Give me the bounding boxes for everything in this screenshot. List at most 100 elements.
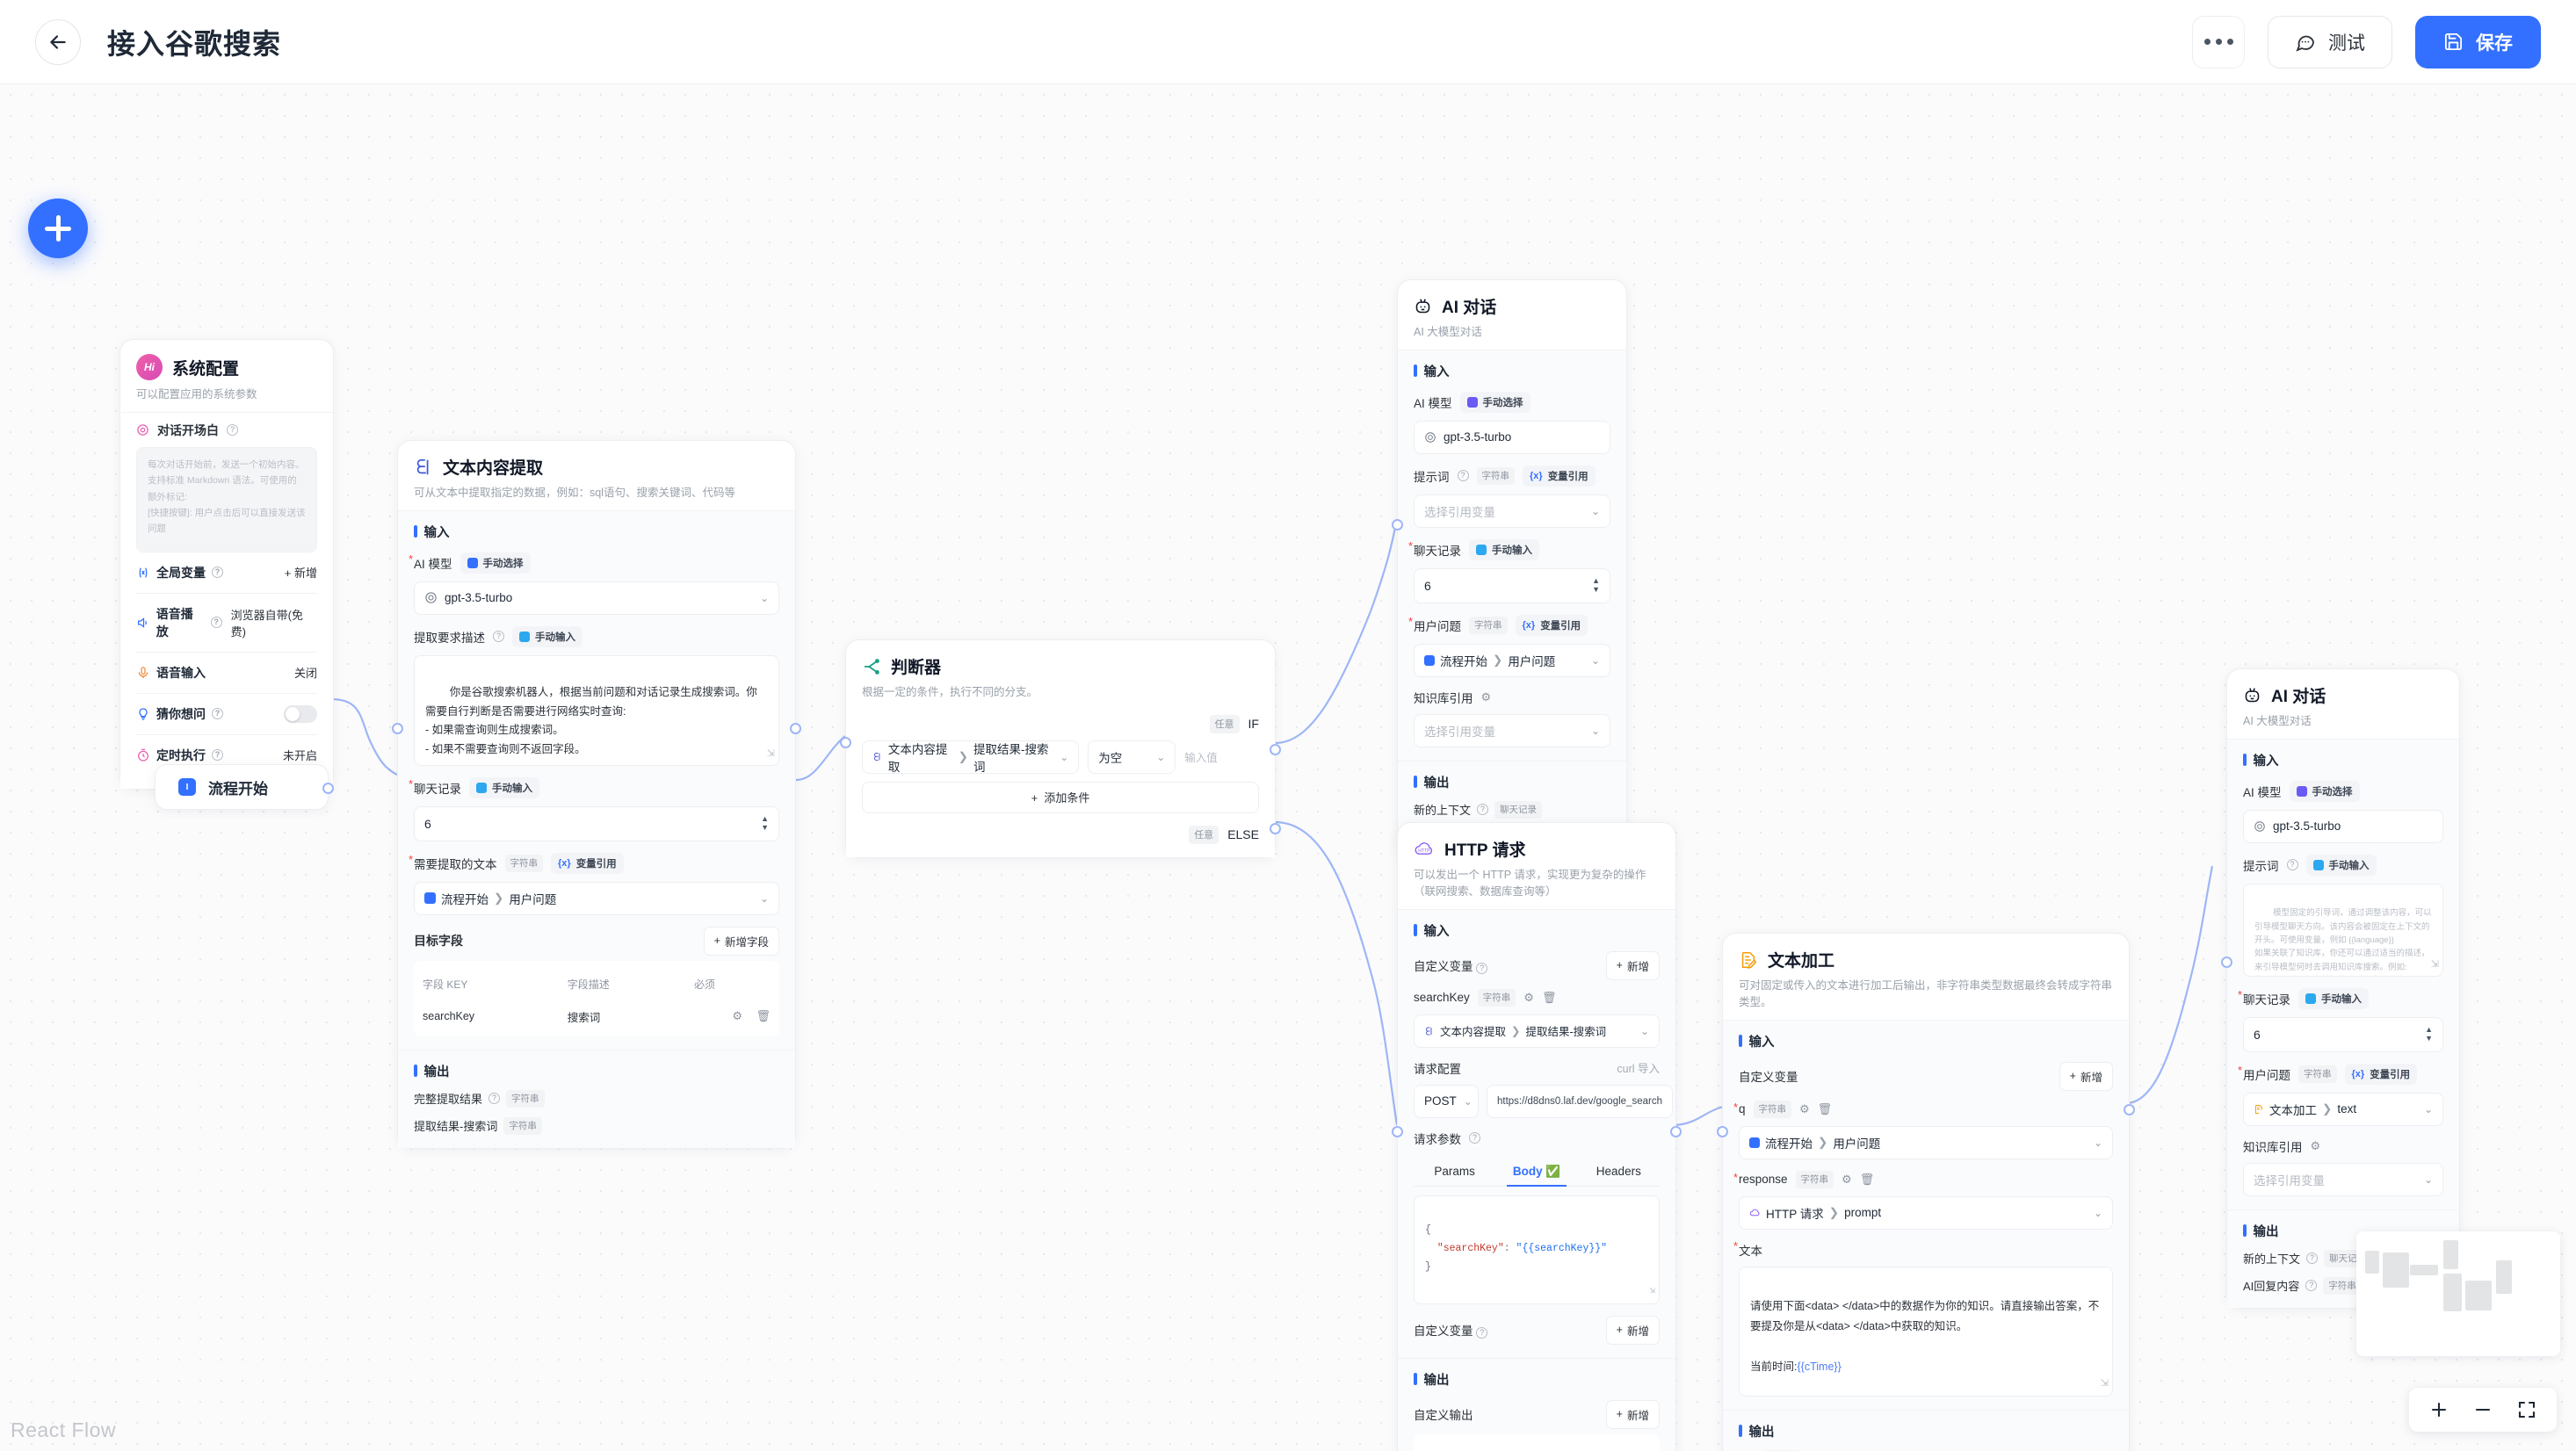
handle-source[interactable]	[322, 783, 334, 794]
flow-canvas[interactable]: React Flow Hi 系统配置 可以配置应用的系统参数 对话开场白 ? 每…	[0, 84, 2576, 1451]
trash-icon[interactable]: 🗑	[756, 1009, 771, 1023]
var-searchkey-select[interactable]: 文本内容提取 ❯ 提取结果-搜索词 ⌄	[1414, 1014, 1660, 1048]
desc-mode-chip[interactable]: 手动输入	[512, 625, 582, 647]
node-condition[interactable]: 判断器 根据一定的条件，执行不同的分支。 任意 IF 文本内容提取 ❯ 提取结果…	[840, 639, 1281, 858]
help-icon[interactable]: ?	[2306, 1252, 2319, 1265]
sysrow-value[interactable]: 浏览器自带(免费)	[230, 608, 304, 639]
var-response-select[interactable]: HTTP 请求 ❯ prompt ⌄	[1739, 1195, 2113, 1230]
gear-icon[interactable]: ⚙	[1523, 990, 1534, 1004]
resize-handle-icon[interactable]: ⇲	[2430, 958, 2439, 970]
node-text-process[interactable]: 文本加工 可对固定或传入的文本进行加工后输出，非字符串类型数据最终会转成字符串类…	[1717, 933, 2135, 1451]
history-mode-chip[interactable]: 手动输入	[1469, 538, 1539, 560]
sysrow-voice-input[interactable]: 语音输入 关闭	[136, 653, 317, 694]
handle-source-if[interactable]	[1270, 744, 1281, 755]
source-select[interactable]: 流程开始 ❯ 用户问题 ⌄	[414, 881, 779, 915]
handle-target[interactable]	[1392, 1126, 1403, 1137]
prompt-mode-chip[interactable]: {x} 变量引用	[1523, 465, 1596, 487]
tab-headers[interactable]: Headers	[1596, 1164, 1641, 1178]
add-condition-button[interactable]: + 添加条件	[862, 781, 1259, 813]
tab-params[interactable]: Params	[1434, 1164, 1475, 1178]
handle-source[interactable]	[2124, 1104, 2135, 1115]
model-select[interactable]: gpt-3.5-turbo	[1414, 420, 1610, 454]
fit-view-button[interactable]	[2516, 1399, 2537, 1420]
dataset-select[interactable]: 选择引用变量 ⌄	[1414, 713, 1610, 747]
question-mode-chip[interactable]: {x} 变量引用	[2344, 1063, 2418, 1085]
zoom-out-button[interactable]	[2472, 1399, 2493, 1420]
add-field-button[interactable]: + 新增字段	[703, 926, 779, 956]
history-number-input[interactable]: 6 ▲▼	[1414, 567, 1610, 603]
question-select[interactable]: 文本加工 ❯ text ⌄	[2243, 1092, 2443, 1126]
save-button[interactable]: 保存	[2415, 15, 2541, 69]
help-icon[interactable]: ?	[1477, 804, 1489, 816]
help-icon[interactable]: ?	[212, 749, 223, 762]
help-icon[interactable]: ?	[1469, 1132, 1480, 1144]
if-tag[interactable]: 任意	[1209, 714, 1240, 733]
help-icon[interactable]: ?	[1476, 1327, 1488, 1339]
node-flow-start[interactable]: I 流程开始	[155, 764, 334, 810]
node-ai-chat-right[interactable]: AI 对话 AI 大模型对话 输入 AI 模型 手动选择 gpt-3.5-tur…	[2221, 668, 2460, 1309]
question-mode-chip[interactable]: {x} 变量引用	[1515, 614, 1588, 636]
help-icon[interactable]: ?	[212, 708, 223, 720]
help-icon[interactable]: ?	[1457, 470, 1469, 482]
handle-target[interactable]	[1392, 519, 1403, 531]
help-icon[interactable]: ?	[488, 1093, 501, 1105]
node-http-request[interactable]: HTTP HTTP 请求 可以发出一个 HTTP 请求，实现更为复杂的操作（联网…	[1392, 822, 1682, 1451]
model-mode-chip[interactable]: 手动选择	[2289, 780, 2360, 802]
handle-source[interactable]	[1670, 1126, 1682, 1137]
help-icon[interactable]: ?	[210, 617, 222, 629]
history-mode-chip[interactable]: 手动输入	[469, 776, 539, 798]
gear-icon[interactable]: ⚙	[1799, 1101, 1810, 1115]
gear-icon[interactable]: ⚙	[732, 1009, 742, 1023]
condition-value-input[interactable]: 输入值	[1184, 752, 1218, 765]
var-q-select[interactable]: 流程开始 ❯ 用户问题 ⌄	[1739, 1125, 2113, 1159]
desc-textarea[interactable]: 你是谷歌搜索机器人，根据当前问题和对话记录生成搜索词。你需要自行判断是否需要进行…	[414, 654, 779, 766]
prompt-mode-chip[interactable]: 手动输入	[2305, 854, 2377, 876]
handle-target[interactable]	[392, 723, 403, 734]
help-icon[interactable]: ?	[2286, 859, 2298, 871]
dataset-select[interactable]: 选择引用变量 ⌄	[2243, 1162, 2443, 1196]
model-select[interactable]: gpt-3.5-turbo	[2243, 809, 2443, 843]
handle-source-else[interactable]	[1270, 823, 1281, 834]
handle-target[interactable]	[1717, 1126, 1728, 1137]
gear-icon[interactable]: ⚙	[2310, 1138, 2321, 1152]
resize-handle-icon[interactable]: ⇲	[1649, 1285, 1655, 1296]
sysrow-value[interactable]: 未开启	[282, 749, 317, 763]
model-select[interactable]: gpt-3.5-turbo ⌄	[414, 581, 779, 615]
question-select[interactable]: 流程开始 ❯ 用户问题 ⌄	[1414, 643, 1610, 677]
curl-import-button[interactable]: curl 导入	[1617, 1063, 1660, 1075]
model-mode-chip[interactable]: 手动选择	[1459, 391, 1530, 413]
handle-source[interactable]	[790, 723, 801, 734]
back-button[interactable]	[35, 18, 81, 65]
trash-icon[interactable]: 🗑	[1817, 1101, 1833, 1115]
resize-handle-icon[interactable]: ⇲	[766, 747, 775, 759]
resize-handle-icon[interactable]: ⇲	[2100, 1378, 2109, 1390]
node-text-extract[interactable]: 文本内容提取 可从文本中提取指定的数据，例如：sql语句、搜索关键词、代码等 输…	[392, 440, 801, 1149]
tab-body[interactable]: Body ✅	[1495, 1158, 1577, 1187]
source-mode-chip[interactable]: {x} 变量引用	[551, 852, 624, 874]
gear-icon[interactable]: ⚙	[1480, 689, 1492, 704]
help-icon[interactable]: ?	[1476, 963, 1488, 974]
sysrow-guess-question[interactable]: 猜你想问 ?	[136, 694, 317, 735]
opening-textarea[interactable]: 每次对话开始前，发送一个初始内容。支持标准 Markdown 语法。可使用的额外…	[136, 446, 317, 552]
test-button[interactable]: 测试	[2268, 15, 2392, 69]
zoom-in-button[interactable]	[2428, 1399, 2449, 1420]
guess-question-toggle[interactable]	[284, 704, 317, 723]
help-icon[interactable]: ?	[2305, 1280, 2318, 1292]
node-system-config[interactable]: Hi 系统配置 可以配置应用的系统参数 对话开场白 ? 每次对话开始前，发送一个…	[119, 339, 334, 790]
history-number-input[interactable]: 6 ▲▼	[414, 805, 779, 841]
help-icon[interactable]: ?	[493, 631, 504, 643]
else-tag[interactable]: 任意	[1189, 825, 1219, 844]
sysrow-value[interactable]: 关闭	[293, 667, 317, 681]
add-custom-var-button-2[interactable]: + 新增	[1605, 1315, 1660, 1345]
trash-icon[interactable]: 🗑	[1859, 1172, 1875, 1186]
http-method-select[interactable]: POST ⌄	[1414, 1084, 1479, 1118]
number-spinner[interactable]: ▲▼	[1592, 576, 1600, 595]
condition-variable-select[interactable]: 文本内容提取 ❯ 提取结果-搜索词 ⌄	[862, 740, 1080, 774]
trash-icon[interactable]: 🗑	[1541, 990, 1557, 1004]
number-spinner[interactable]: ▲▼	[761, 814, 769, 833]
history-mode-chip[interactable]: 手动输入	[2298, 987, 2369, 1009]
add-custom-var-button[interactable]: + 新增	[2059, 1061, 2113, 1091]
more-button[interactable]	[2192, 15, 2245, 69]
add-global-variable-button[interactable]: + 新增	[284, 567, 317, 581]
history-number-input[interactable]: 6 ▲▼	[2243, 1016, 2443, 1052]
